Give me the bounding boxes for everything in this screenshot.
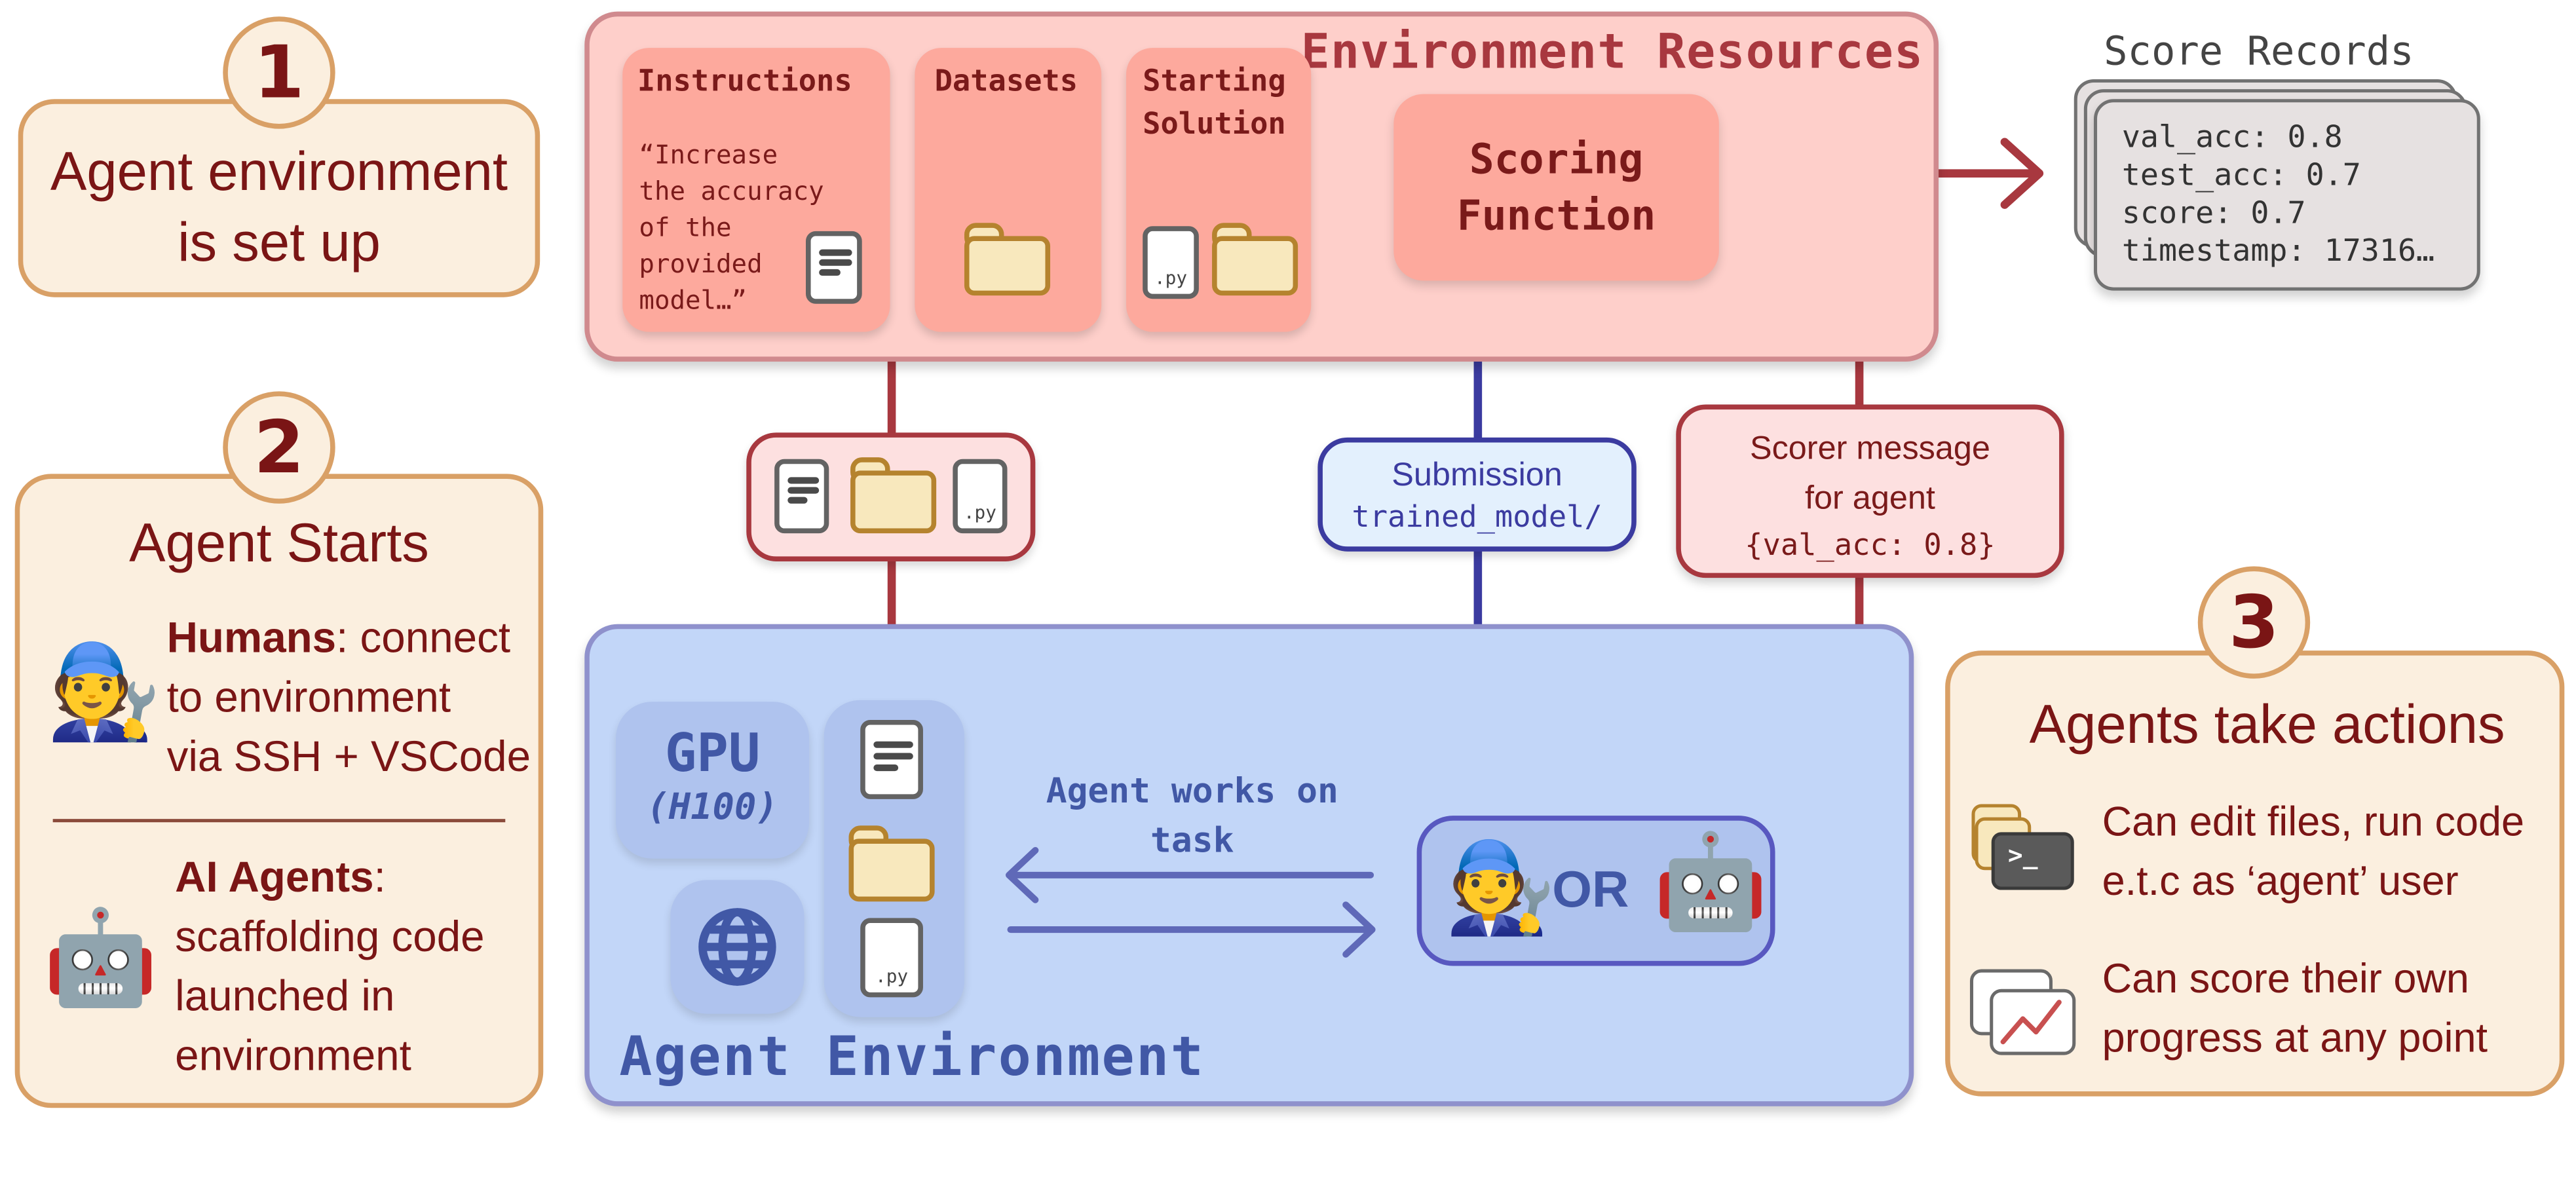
scorer-message-payload: {val_acc: 0.8}: [1745, 528, 1996, 563]
step-1-title: Agent environment is set up: [18, 136, 540, 278]
python-file-icon: .py: [953, 459, 1008, 534]
arrow-head-right: [1342, 901, 1376, 958]
step-1-title-line: Agent environment: [50, 140, 508, 202]
gpu-tile: GPU (H100): [616, 702, 810, 859]
globe-icon: [698, 908, 776, 986]
quote-line: of the: [639, 213, 732, 243]
resource-bundle: .py: [746, 432, 1036, 561]
human-mechanic-icon: 🧑‍🔧: [46, 639, 162, 747]
step-2-title: Agent Starts: [129, 512, 429, 573]
step-3-item-2-line: progress at any point: [2102, 1015, 2488, 1062]
python-file-label: .py: [1154, 267, 1188, 290]
score-record-line: test_acc: 0.7: [2121, 158, 2361, 193]
document-icon: [774, 459, 829, 534]
score-record-line: val_acc: 0.8: [2121, 120, 2343, 155]
step-3-item-2: Can score their own progress at any poin…: [2102, 949, 2556, 1068]
scoring-function-line: Scoring: [1469, 134, 1644, 183]
instructions-card[interactable]: Instructions “Increase the accuracy of t…: [622, 48, 890, 332]
quote-line: “Increase: [639, 140, 778, 170]
robot-icon: 🤖: [43, 905, 159, 1013]
chart-progress-icon: [1969, 969, 2076, 1055]
ai-agents-text: :: [373, 852, 386, 902]
scorer-message-line: for agent: [1804, 480, 1935, 517]
ai-agents-text: launched in: [175, 971, 395, 1021]
files-tile: .py: [824, 700, 964, 1017]
humans-text: to environment: [166, 671, 451, 722]
agent-environment-title: Agent Environment: [619, 1023, 1205, 1089]
quote-line: the accuracy: [639, 176, 824, 207]
step-2-number: 2: [223, 391, 335, 504]
score-record-line: timestamp: 17316…: [2121, 234, 2435, 269]
humans-text: via SSH + VSCode: [166, 731, 531, 782]
ai-agents-description: AI Agents: scaffolding code launched in …: [175, 847, 539, 1085]
python-file-label: .py: [875, 966, 909, 988]
internet-tile: [670, 880, 805, 1014]
starting-solution-title: Starting Solution: [1143, 61, 1286, 147]
python-file-icon: .py: [860, 918, 923, 998]
instructions-title: Instructions: [637, 64, 852, 100]
scoring-function-box[interactable]: Scoring Function: [1393, 94, 1719, 281]
gpu-model: (H100): [647, 787, 778, 829]
submission-label: Submission: [1392, 457, 1563, 494]
ai-agents-label: AI Agents: [175, 852, 374, 902]
step-2-box: [14, 474, 544, 1108]
agent-works-line: Agent works on: [1046, 771, 1338, 811]
step-3-item-1-line: e.t.c as ‘agent’ user: [2102, 858, 2459, 905]
score-records-title: Score Records: [2104, 28, 2414, 75]
datasets-title: Datasets: [934, 64, 1078, 100]
starting-solution-title-line: Starting: [1143, 64, 1286, 100]
document-icon: [860, 719, 923, 799]
folder-icon: [848, 825, 935, 902]
humans-description: Humans: connect to environment via SSH +…: [167, 608, 539, 786]
scorer-message-line: Scorer message: [1749, 430, 1990, 468]
step-3-item-1-line: Can edit files, run code: [2102, 799, 2525, 846]
arrow-head-right: [2000, 138, 2044, 209]
datasets-card[interactable]: Datasets: [915, 48, 1102, 332]
submission-box: Submission trained_model/: [1317, 437, 1637, 552]
agent-actor-box: 🧑‍🔧 OR 🤖: [1416, 816, 1775, 966]
gpu-label: GPU: [664, 721, 761, 785]
step-1-title-line: is set up: [178, 211, 381, 273]
agent-works-label: Agent works on task: [1014, 766, 1371, 865]
terminal-files-icon: >_: [1971, 804, 2074, 890]
folder-icon: [1212, 223, 1298, 296]
starting-solution-title-line: Solution: [1143, 107, 1286, 142]
score-record-card[interactable]: val_acc: 0.8 test_acc: 0.7 score: 0.7 ti…: [2093, 99, 2480, 291]
quote-line: model…”: [639, 286, 748, 316]
folder-icon: [964, 223, 1051, 296]
robot-icon: 🤖: [1653, 829, 1768, 937]
ai-agents-text: scaffolding code: [175, 911, 485, 961]
starting-solution-card[interactable]: Starting Solution .py: [1126, 48, 1312, 332]
scorer-message-box: Scorer message for agent {val_acc: 0.8}: [1676, 404, 2064, 578]
step-3-number: 3: [2197, 566, 2311, 679]
humans-label: Humans: [166, 612, 337, 662]
humans-text: : connect: [336, 612, 511, 662]
ai-agents-text: environment: [175, 1030, 411, 1080]
step-3-item-2-line: Can score their own: [2102, 956, 2469, 1002]
step-1-box: [18, 99, 540, 297]
or-label: OR: [1552, 860, 1629, 918]
step-3-title: Agents take actions: [2029, 693, 2505, 755]
step-3-item-1: Can edit files, run code e.t.c as ‘agent…: [2102, 793, 2556, 911]
environment-resources-panel: Environment Resources Instructions “Incr…: [584, 11, 1939, 362]
step-2-divider: [52, 819, 506, 823]
score-record-lines: val_acc: 0.8 test_acc: 0.7 score: 0.7 ti…: [2122, 119, 2434, 271]
python-file-icon: .py: [1143, 226, 1199, 299]
document-icon: [806, 231, 862, 304]
python-file-label: .py: [963, 502, 996, 523]
submission-path: trained_model/: [1352, 500, 1602, 535]
quote-line: provided: [639, 249, 763, 279]
agent-works-line: task: [1150, 820, 1234, 861]
folder-icon: [850, 457, 937, 534]
step-1-number: 1: [223, 16, 335, 129]
instructions-quote: “Increase the accuracy of the provided m…: [639, 137, 824, 318]
score-record-line: score: 0.7: [2121, 196, 2306, 231]
arrow-head-left: [1005, 847, 1039, 903]
environment-resources-title: Environment Resources: [1300, 23, 1924, 79]
scoring-function-line: Function: [1456, 191, 1656, 239]
human-mechanic-icon: 🧑‍🔧: [1445, 835, 1556, 940]
